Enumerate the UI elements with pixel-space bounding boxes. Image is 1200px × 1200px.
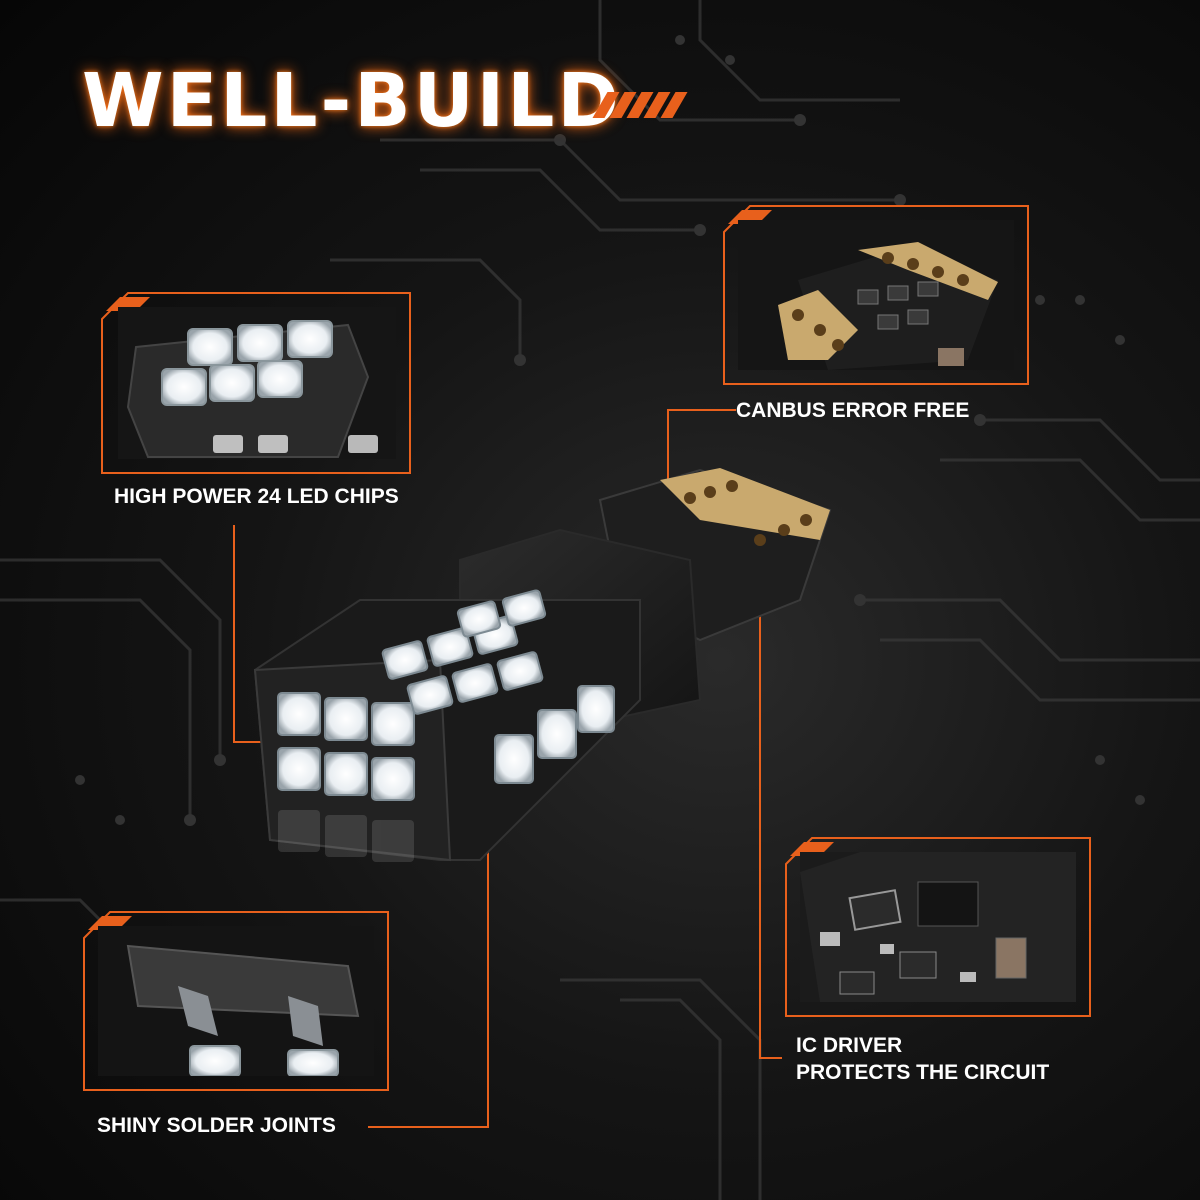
page-title: WELL-BUILD: [82, 58, 622, 144]
panel-led-chips: [101, 292, 412, 474]
label-ic-driver-line2: PROTECTS THE CIRCUIT: [796, 1061, 1050, 1084]
panel-solder-joints: [83, 911, 390, 1091]
panel-canbus: [723, 205, 1030, 385]
label-led-chips: HIGH POWER 24 LED CHIPS: [114, 485, 399, 508]
label-ic-driver: IC DRIVER PROTECTS THE CIRCUIT: [796, 1032, 1049, 1086]
label-solder-joints: SHINY SOLDER JOINTS: [97, 1114, 336, 1137]
title-accent-stripes: [592, 92, 688, 118]
label-canbus: CANBUS ERROR FREE: [736, 399, 970, 422]
panel-ic-driver: [785, 837, 1092, 1017]
label-ic-driver-line1: IC DRIVER: [796, 1034, 903, 1057]
